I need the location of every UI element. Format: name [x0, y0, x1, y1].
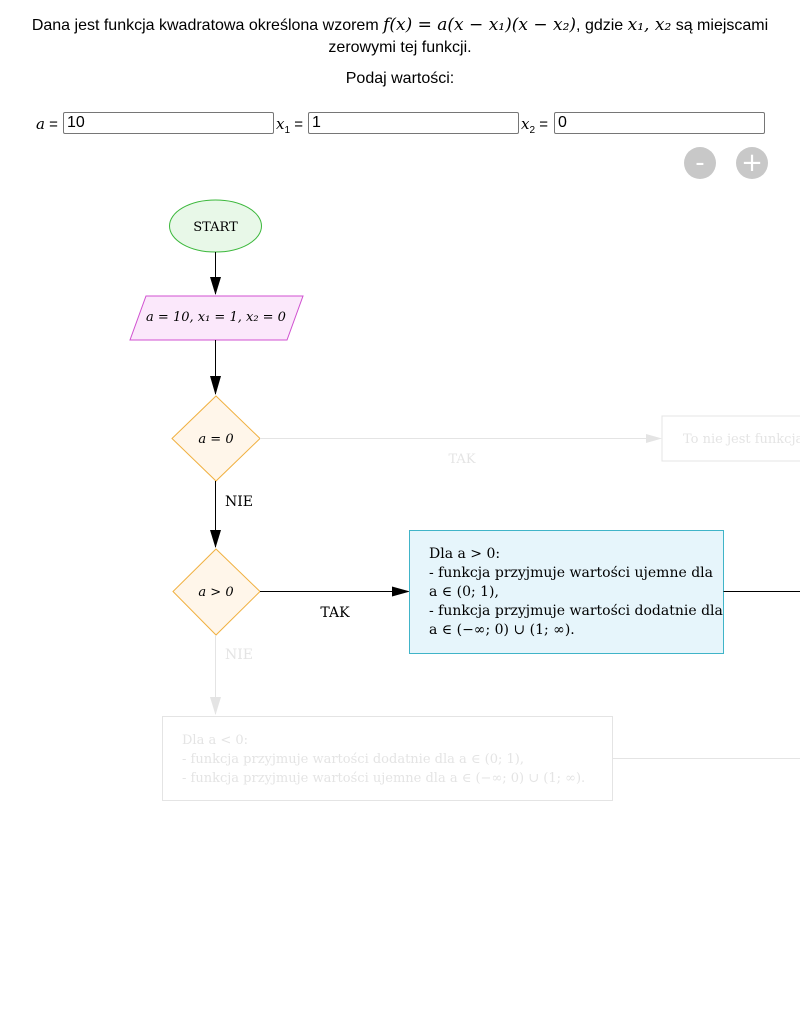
- negative-case-box: [162, 716, 613, 801]
- cond1-no-label: NIE: [225, 494, 253, 510]
- task-description: Dana jest funkcja kwadratowa określona w…: [20, 14, 780, 59]
- a-label: a =: [36, 115, 58, 133]
- pos-box-line-3: a ∈ (0; 1),: [429, 584, 499, 600]
- zoom-in-button[interactable]: +: [736, 147, 768, 179]
- neg-box-line-2: - funkcja przyjmuje wartości dodatnie dl…: [182, 752, 524, 767]
- arrowhead-cond1-yes: [646, 434, 662, 443]
- cond2-no-label: NIE: [225, 647, 253, 663]
- a-input[interactable]: [63, 112, 274, 134]
- not-quadratic-node: [661, 415, 800, 462]
- not-quadratic-label: To nie jest funkcja kwadratowa.: [683, 432, 800, 447]
- zoom-out-button[interactable]: -: [684, 147, 716, 179]
- start-label: START: [193, 220, 238, 235]
- pos-box-line-4: - funkcja przyjmuje wartości dodatnie dl…: [429, 603, 723, 619]
- pos-box-line-5: a ∈ (−∞; 0) ∪ (1; ∞).: [429, 622, 575, 638]
- input-node-label: a = 10, x₁ = 1, x₂ = 0: [146, 310, 286, 325]
- cond1-label: a = 0: [198, 432, 233, 447]
- cond1-yes-label: TAK: [448, 452, 475, 467]
- x1-label: x1 =: [276, 115, 303, 136]
- intro-suffix: są miejscami zerowymi tej funkcji.: [328, 17, 769, 56]
- neg-box-line-1: Dla a < 0:: [182, 733, 248, 748]
- input-row: a = x1 = x2 =: [36, 112, 766, 136]
- arrowhead-cond2-no: [210, 697, 221, 715]
- arrowhead-input-cond1: [210, 376, 221, 395]
- intro-prefix: Dana jest funkcja kwadratowa określona w…: [31, 17, 384, 34]
- x1-input[interactable]: [308, 112, 519, 134]
- arrowhead-start-input: [210, 277, 221, 295]
- x2-input[interactable]: [554, 112, 765, 134]
- prompt-label: Podaj wartości:: [345, 70, 455, 87]
- pos-box-line-1: Dla a > 0:: [429, 546, 500, 562]
- cond2-label: a > 0: [198, 585, 233, 600]
- intro-comma: , gdzie: [576, 17, 628, 34]
- cond2-yes-label: TAK: [320, 605, 350, 621]
- arrowhead-cond1-no: [210, 530, 221, 548]
- arrowhead-cond2-yes: [392, 586, 410, 597]
- pos-box-line-2: - funkcja przyjmuje wartości ujemne dla: [429, 565, 713, 581]
- input-node: [129, 295, 304, 341]
- neg-box-line-3: - funkcja przyjmuje wartości ujemne dla …: [182, 771, 585, 786]
- positive-case-box: [409, 530, 724, 654]
- x2-label: x2 =: [521, 115, 548, 136]
- roots-symbols: x₁, x₂: [627, 15, 672, 35]
- function-formula: f(x) = a(x − x₁)(x − x₂): [383, 15, 577, 35]
